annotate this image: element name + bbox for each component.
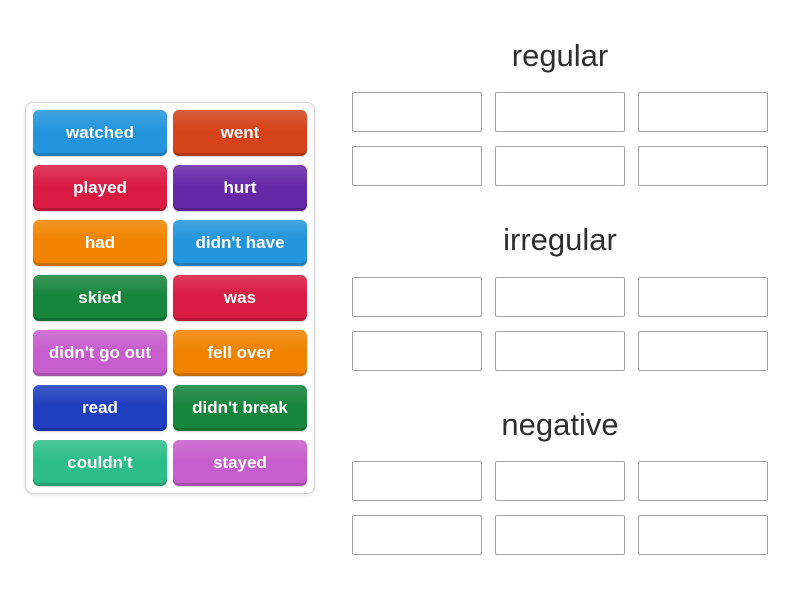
drop-slot-negative-5[interactable] [495,514,625,555]
word-tile-fell-over[interactable]: fell over [173,330,307,376]
word-tile-went[interactable]: went [173,110,307,156]
drop-slot-negative-6[interactable] [638,514,768,555]
word-tile-hurt[interactable]: hurt [173,165,307,211]
drop-slot-irregular-3[interactable] [638,276,768,317]
group-title: negative [501,406,619,442]
word-tray-grid: watched went played hurt had didn't have… [33,110,307,486]
group-regular: regular [352,36,768,187]
drop-slot-negative-3[interactable] [638,460,768,501]
group-negative: negative [352,405,768,555]
drop-slot-regular-1[interactable] [352,92,482,133]
word-tile-label: read [82,398,118,417]
word-tile-watched[interactable]: watched [33,110,167,156]
word-tile-label: didn't have [195,233,285,252]
word-tile-had[interactable]: had [33,220,167,266]
drop-slot-regular-5[interactable] [495,146,625,187]
drop-slot-regular-4[interactable] [352,146,482,187]
word-tile-played[interactable]: played [33,165,167,211]
drop-slot-irregular-5[interactable] [495,330,625,371]
word-tile-label: didn't go out [48,343,152,362]
group-slot-grid [352,276,768,371]
group-slot-grid [352,460,768,555]
group-columns: regular irregular negative [352,36,768,589]
word-tile-label: fell over [207,343,273,362]
drop-slot-negative-2[interactable] [495,460,625,501]
word-tile-label: watched [65,123,135,142]
word-tile-was[interactable]: was [173,275,307,321]
drop-slot-negative-4[interactable] [352,514,482,555]
word-tile-label: played [73,178,127,197]
word-tile-label: was [223,288,257,307]
word-tile-didn-t-go-out[interactable]: didn't go out [33,330,167,376]
word-tile-couldn-t[interactable]: couldn't [33,440,167,486]
word-tile-label: went [220,123,260,142]
word-tile-label: had [84,233,116,252]
word-tile-stayed[interactable]: stayed [173,440,307,486]
drop-slot-regular-2[interactable] [495,92,625,133]
word-tile-label: skied [78,288,122,307]
drop-slot-regular-3[interactable] [638,92,768,133]
group-title: irregular [503,222,617,258]
drop-slot-irregular-2[interactable] [495,276,625,317]
word-tile-didn-t-have[interactable]: didn't have [173,220,307,266]
word-tray: watched went played hurt had didn't have… [25,102,315,494]
word-tile-label: couldn't [67,453,133,472]
group-irregular: irregular [352,220,768,371]
word-tile-read[interactable]: read [33,385,167,431]
drop-slot-irregular-1[interactable] [352,276,482,317]
drop-slot-regular-6[interactable] [638,146,768,187]
group-slot-grid [352,92,768,187]
drop-slot-irregular-6[interactable] [638,330,768,371]
word-tile-didn-t-break[interactable]: didn't break [173,385,307,431]
word-tile-skied[interactable]: skied [33,275,167,321]
group-title: regular [511,38,609,73]
drop-slot-negative-1[interactable] [352,460,482,501]
word-tile-label: didn't break [192,398,288,417]
word-tile-label: hurt [223,178,257,197]
word-tile-label: stayed [213,453,267,472]
drop-slot-irregular-4[interactable] [352,330,482,371]
